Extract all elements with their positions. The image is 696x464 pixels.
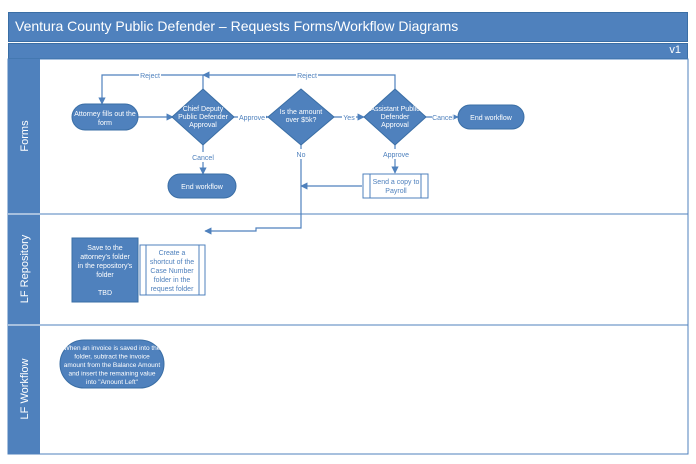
label-reject-1: Reject bbox=[140, 73, 160, 80]
node-label-end-bottom-left: End workflow bbox=[181, 184, 224, 191]
node-label-line: Case Number bbox=[150, 268, 194, 275]
connector-assistant-reject bbox=[202, 71, 396, 89]
node-label-line: Public Defender bbox=[178, 114, 228, 121]
node-label-attorney: Attorney fills out the form bbox=[74, 111, 136, 127]
lane-header-strip bbox=[8, 59, 40, 454]
node-label-line: Save to the bbox=[87, 245, 123, 252]
label-cancel-2: Cancel bbox=[432, 115, 454, 122]
node-label-payroll: Send a copy to Payroll bbox=[373, 179, 420, 195]
node-label-save: Save to the attorney's folder in the repos… bbox=[78, 245, 133, 297]
node-label-line: Chief Deputy bbox=[183, 106, 224, 113]
node-label-line: attorney's folder bbox=[80, 254, 130, 261]
node-label-line: Payroll bbox=[385, 188, 407, 195]
node-label-line: request folder bbox=[151, 286, 194, 293]
node-label-line: over $5k? bbox=[286, 117, 317, 124]
node-label-invoice: When an invoice is saved into the folder,… bbox=[64, 345, 161, 386]
node-attorney: Attorney fills out the form bbox=[71, 103, 139, 131]
node-label-line: folder in the bbox=[154, 277, 191, 284]
connector-labels: Reject Reject Approve Yes Cancel Cancel … bbox=[139, 70, 454, 162]
node-label-line: Attorney fills out the bbox=[74, 111, 136, 118]
node-label-line: TBD bbox=[98, 290, 112, 297]
node-label-line: shortcut of the bbox=[150, 259, 194, 266]
node-save-to-folder: Save to the attorney's folder in the repos… bbox=[71, 237, 139, 303]
node-label-line: Approval bbox=[189, 122, 217, 129]
node-label-line: into "Amount Left" bbox=[86, 379, 139, 386]
connector-amount-no bbox=[204, 145, 302, 235]
node-send-to-payroll: Send a copy to Payroll bbox=[362, 173, 429, 199]
lane-label-lf-repository: LF Repository bbox=[19, 234, 31, 303]
node-label-line: When an invoice is saved into the bbox=[64, 345, 161, 352]
version-label: v1 bbox=[669, 44, 681, 56]
node-label-line: Assistant Public bbox=[370, 106, 420, 113]
node-end-workflow-top-right: End workflow bbox=[457, 104, 525, 130]
node-label-line: amount from the Balance Amount bbox=[64, 362, 161, 369]
lane-label-lf-workflow: LF Workflow bbox=[19, 358, 31, 419]
node-label-line: Is the amount bbox=[280, 109, 322, 116]
label-reject-2: Reject bbox=[297, 73, 317, 80]
title-bar: Ventura County Public Defender – Request… bbox=[8, 12, 688, 42]
label-no: No bbox=[297, 152, 306, 159]
lane-label-forms: Forms bbox=[19, 120, 31, 152]
node-invoice-subtract: When an invoice is saved into the folder,… bbox=[59, 339, 165, 389]
node-label-line: End workflow bbox=[181, 184, 224, 191]
label-cancel: Cancel bbox=[192, 155, 214, 162]
label-yes: Yes bbox=[343, 115, 355, 122]
diagram-title: Ventura County Public Defender – Request… bbox=[15, 18, 459, 34]
node-label-end-top-right: End workflow bbox=[470, 115, 513, 122]
node-end-workflow-bottom-left: End workflow bbox=[167, 173, 237, 199]
node-label-line: End workflow bbox=[470, 115, 513, 122]
node-label-line: and insert the remaining value bbox=[68, 371, 155, 378]
label-approve-2: Approve bbox=[383, 152, 409, 159]
node-label-line: Send a copy to bbox=[373, 179, 420, 186]
node-label-line: Approval bbox=[381, 122, 409, 129]
node-label-line: form bbox=[98, 120, 112, 127]
node-label-line: Defender bbox=[381, 114, 410, 121]
node-label-line: in the repository's bbox=[78, 263, 133, 270]
node-label-line: Create a bbox=[159, 250, 186, 257]
label-approve-1: Approve bbox=[239, 115, 265, 122]
node-label-line: folder bbox=[96, 272, 114, 279]
node-label-line: folder, subtract the invoice bbox=[74, 354, 150, 361]
